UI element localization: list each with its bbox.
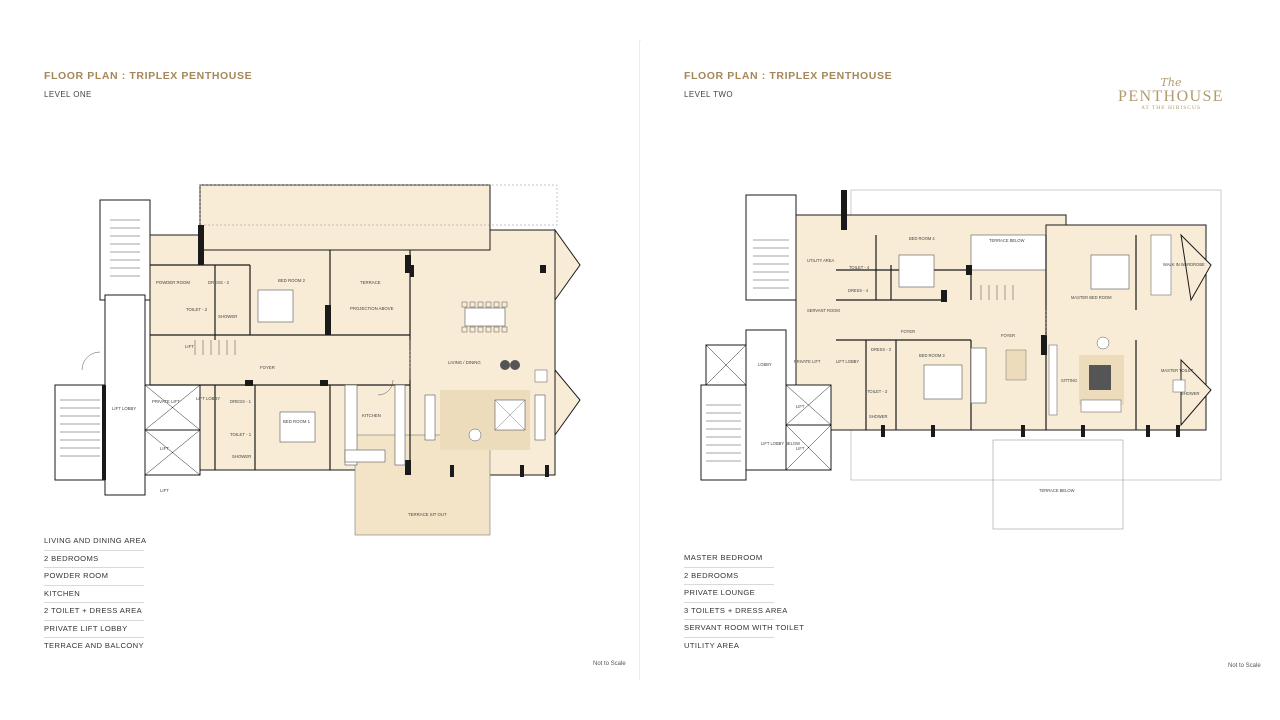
feature-item: LIVING AND DINING AREA — [44, 533, 146, 551]
feature-item: KITCHEN — [44, 586, 144, 603]
floor-plan-level-one: POWDER ROOM DRESS - 2 BED ROOM 2 TERRACE… — [54, 184, 581, 536]
label-bed-room-3: BED ROOM 3 — [919, 353, 945, 358]
label-terrace-sit-out: TERRACE SIT OUT — [408, 512, 447, 517]
label-bed-room-2: BED ROOM 2 — [278, 278, 306, 283]
feature-item: POWDER ROOM — [44, 568, 144, 586]
page-title: FLOOR PLAN : TRIPLEX PENTHOUSE — [684, 70, 893, 82]
label-living-dining: LIVING / DINING — [448, 360, 481, 365]
scale-note: Not to Scale — [593, 661, 626, 667]
label-lift-a: LIFT — [160, 446, 169, 451]
label-powder-room: POWDER ROOM — [156, 280, 190, 285]
feature-item: UTILITY AREA — [684, 640, 740, 650]
floor-plan-level-two: UTILITY AREA TOILET - 4 BED ROOM 4 TERRA… — [700, 189, 1222, 530]
scale-note: Not to Scale — [1228, 663, 1261, 669]
label-foyer-a: FOYER — [901, 329, 915, 334]
label-terrace-below-2: TERRACE BELOW — [1039, 488, 1075, 493]
feature-item: TERRACE AND BALCONY — [44, 641, 145, 650]
label-master-toilet: MASTER TOILET — [1161, 368, 1194, 373]
label-shower-1: SHOWER — [232, 454, 251, 459]
label-private-lift: PRIVATE LIFT — [794, 359, 821, 364]
feature-item: 2 BEDROOMS — [44, 551, 144, 568]
label-kitchen: KITCHEN — [362, 413, 381, 418]
feature-item: 2 TOILET + DRESS AREA — [44, 603, 144, 621]
feature-item: PRIVATE LOUNGE — [684, 585, 774, 603]
label-sitting: SITTING — [1061, 378, 1077, 383]
label-toilet-1: TOILET - 1 — [230, 432, 252, 437]
page-level-two: FLOOR PLAN : TRIPLEX PENTHOUSE LEVEL TWO… — [641, 40, 1280, 680]
label-toilet-4: TOILET - 4 — [849, 265, 870, 270]
label-foyer: FOYER — [260, 365, 275, 370]
feature-item: 2 BEDROOMS — [684, 568, 774, 585]
label-projection-above: PROJECTION ABOVE — [350, 306, 394, 311]
page-title: FLOOR PLAN : TRIPLEX PENTHOUSE — [44, 70, 253, 82]
feature-item: PRIVATE LIFT LOBBY — [44, 621, 144, 638]
label-terrace-below: TERRACE BELOW — [989, 238, 1025, 243]
label-master-bed-room: MASTER BED ROOM — [1071, 295, 1112, 300]
page-level-one: FLOOR PLAN : TRIPLEX PENTHOUSE LEVEL ONE — [0, 40, 640, 680]
label-foyer-b: FOYER — [1001, 333, 1015, 338]
level-subtitle: LEVEL TWO — [684, 90, 733, 99]
feature-item: SERVANT ROOM WITH TOILET — [684, 620, 804, 638]
label-bed-room-4: BED ROOM 4 — [909, 236, 935, 241]
penthouse-logo: The PENTHOUSE AT THE HIBISCUS — [1118, 76, 1224, 111]
label-lift-lobby-below: LIFT LOBBY BELOW — [761, 441, 800, 446]
label-bed-room-1: BED ROOM 1 — [283, 419, 311, 424]
label-shower: SHOWER — [218, 314, 237, 319]
label-toilet-2: TOILET - 2 — [186, 307, 208, 312]
label-servant-room: SERVANT ROOM — [807, 308, 840, 313]
feature-item: MASTER BEDROOM — [684, 550, 774, 568]
label-lift-b: LIFT — [160, 488, 169, 493]
label-private-lift: PRIVATE LIFT — [152, 399, 180, 404]
label-shower: SHOWER — [869, 414, 887, 419]
feature-list: LIVING AND DINING AREA 2 BEDROOMS POWDER… — [44, 533, 146, 655]
label-dress-2: DRESS - 2 — [208, 280, 230, 285]
label-lift-b: LIFT — [796, 446, 805, 451]
label-dress-3: DRESS - 3 — [871, 347, 892, 352]
feature-list: MASTER BEDROOM 2 BEDROOMS PRIVATE LOUNGE… — [684, 550, 804, 654]
label-toilet-3: TOILET - 3 — [867, 389, 888, 394]
label-lift-lobby: LIFT LOBBY — [112, 406, 136, 411]
top-divider — [0, 40, 1280, 41]
label-lift: LIFT — [185, 344, 194, 349]
label-lift-lobby-2: LIFT LOBBY — [196, 396, 220, 401]
label-utility-area: UTILITY AREA — [807, 258, 834, 263]
label-walk-in-wardrobe: WALK IN WARDROBE — [1163, 262, 1205, 267]
label-lift-lobby: LIFT LOBBY — [836, 359, 859, 364]
feature-item: 3 TOILETS + DRESS AREA — [684, 603, 787, 620]
label-lobby: LOBBY — [758, 362, 772, 367]
label-dress-1: DRESS - 1 — [230, 399, 252, 404]
label-lift-a: LIFT — [796, 404, 805, 409]
label-dress-4: DRESS - 4 — [848, 288, 869, 293]
label-terrace: TERRACE — [360, 280, 381, 285]
level-subtitle: LEVEL ONE — [44, 90, 92, 99]
label-shower-2: SHOWER — [1181, 391, 1199, 396]
